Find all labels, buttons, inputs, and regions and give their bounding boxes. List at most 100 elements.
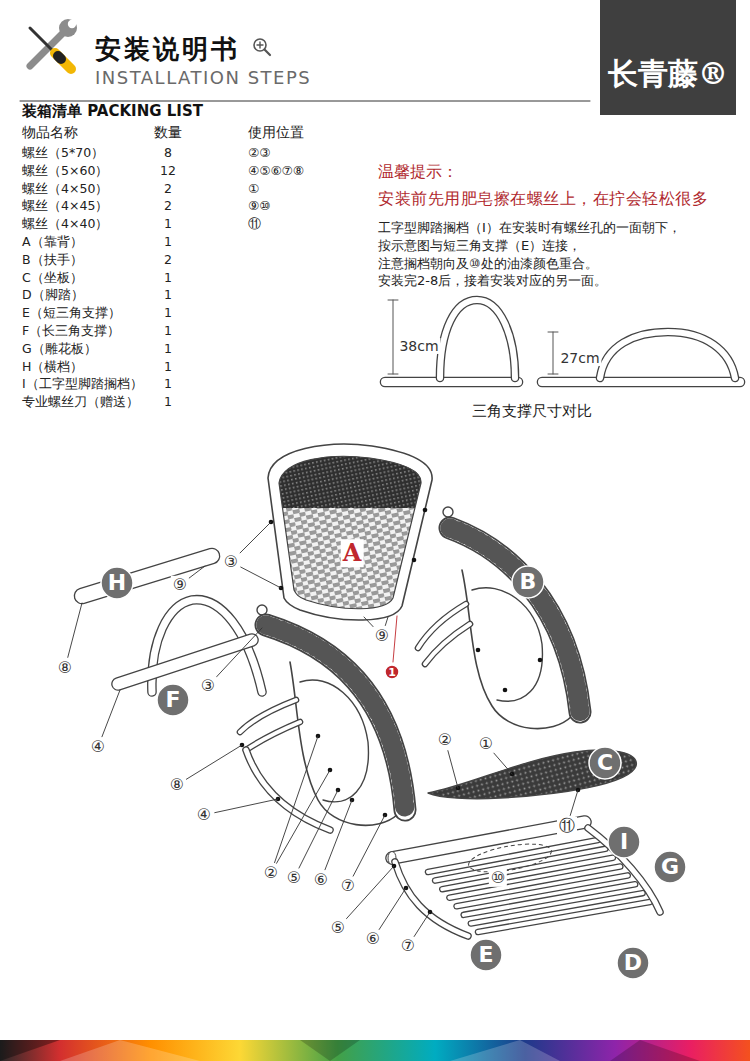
callout-number: ⑦ (339, 877, 357, 895)
table-cell: E（短三角支撑） (22, 306, 121, 320)
node-text: H (108, 572, 126, 594)
dimension-line (548, 374, 558, 375)
table-cell: ① (248, 181, 259, 195)
armrest-leg (246, 722, 300, 750)
dimension-label: 27cm (558, 350, 601, 366)
callout-number: ② (262, 864, 280, 882)
rocker (395, 862, 468, 936)
circle-fill (512, 566, 544, 598)
crossbar (118, 640, 252, 684)
callout-number: ⑩ (489, 869, 507, 887)
callout-number: ⑨ (171, 576, 189, 594)
leader-line (570, 790, 578, 815)
twisted-arm (266, 625, 405, 810)
twisted-arm (266, 625, 405, 810)
twisted-arm (450, 528, 580, 712)
table-cell: 1 (164, 306, 172, 320)
callout-number: ⑪ (557, 817, 577, 835)
leader-line (393, 616, 397, 662)
leader-line (186, 745, 242, 779)
callout-number: ⑨ (373, 627, 391, 645)
node-text: 长青藤® (608, 59, 728, 89)
triangle-support (600, 332, 735, 378)
callout-number: ⑤ (285, 869, 303, 887)
color-band (60, 1040, 200, 1061)
caption-text: 三角支撑尺寸对比 (472, 403, 592, 420)
dimension-label: 38cm (397, 338, 440, 354)
box-outline (600, 0, 736, 115)
leader-line (414, 912, 430, 937)
color-band (0, 1040, 750, 1061)
dimension-line (393, 300, 394, 374)
screwdriver-icon (30, 28, 54, 52)
step-marker: 1 (384, 664, 400, 680)
backrest (279, 456, 421, 608)
color-band (300, 1040, 360, 1061)
node-text: F (165, 689, 180, 711)
circle-fill (385, 665, 399, 679)
rocker (246, 750, 330, 830)
table-cell: 螺丝（4×45） (22, 199, 108, 213)
table-cell: 1 (164, 377, 172, 391)
table-cell: 1 (164, 324, 172, 338)
table-cell: D（脚踏） (22, 288, 84, 302)
leader-line (493, 752, 512, 774)
crossbar (118, 640, 252, 684)
node-text: D (624, 952, 642, 974)
finial (257, 605, 267, 615)
note-text: 安装完2-8后，接着安装对应的另一面。 (378, 274, 607, 289)
rocker (588, 828, 660, 912)
screwdriver-icon (58, 56, 61, 59)
node-text: I (620, 831, 628, 853)
footrest-slat (478, 902, 650, 932)
base-bar (385, 377, 518, 388)
color-band (610, 1040, 700, 1061)
table-cell: 1 (164, 359, 172, 373)
table-cell: G（雕花板） (22, 342, 97, 356)
dimension-line (388, 374, 398, 375)
screw-hole (423, 508, 428, 513)
part-letter-circle: H (100, 566, 134, 600)
table-cell: 1 (164, 288, 172, 302)
triangle-support (440, 300, 515, 378)
node-text: G (661, 856, 679, 878)
callout-number: ④ (89, 738, 107, 756)
tip-text: 安装前先用肥皂擦在螺丝上，在拧会轻松很多 (378, 190, 708, 208)
screw-hole (538, 658, 543, 663)
note-text: 工字型脚踏搁档（I）在安装时有螺丝孔的一面朝下， (378, 221, 681, 236)
callout-number: ③ (222, 553, 240, 571)
part-letter-circle: G (653, 850, 687, 884)
table-cell: 1 (164, 235, 172, 249)
base-bar (542, 377, 740, 388)
wrench-icon (68, 20, 76, 28)
leader-line (385, 617, 388, 626)
table-cell: 1 (164, 342, 172, 356)
part-letter-circle: C (588, 746, 622, 780)
tip-heading: 温馨提示： (378, 163, 458, 181)
node-text: 1 (388, 667, 396, 678)
triangle-support (440, 300, 515, 378)
base-bar (385, 378, 518, 386)
leader-line (325, 800, 352, 870)
twisted-arm (450, 528, 580, 712)
triangle-support (600, 332, 735, 378)
table-cell: 螺丝（5*70） (22, 146, 104, 160)
screwdriver-icon (55, 53, 71, 69)
circle-fill (157, 684, 189, 716)
callout-number: ④ (195, 806, 213, 824)
rocker (588, 828, 660, 912)
leader-line (189, 566, 205, 578)
rocker (246, 750, 330, 830)
logo-box: 长青藤® (600, 0, 736, 115)
circle-fill (101, 567, 133, 599)
circle-fill (608, 826, 640, 858)
page-title: 安装说明书 (95, 35, 240, 65)
magnifier-icon (265, 50, 271, 56)
screw-hole (476, 648, 481, 653)
note-text: 注意搁档朝向及⑩处的油漆颜色重合。 (378, 257, 598, 272)
table-cell: 专业螺丝刀（赠送） (22, 395, 139, 409)
divider-line (20, 101, 590, 102)
table-cell: 8 (164, 146, 172, 160)
base-bar (542, 378, 740, 386)
